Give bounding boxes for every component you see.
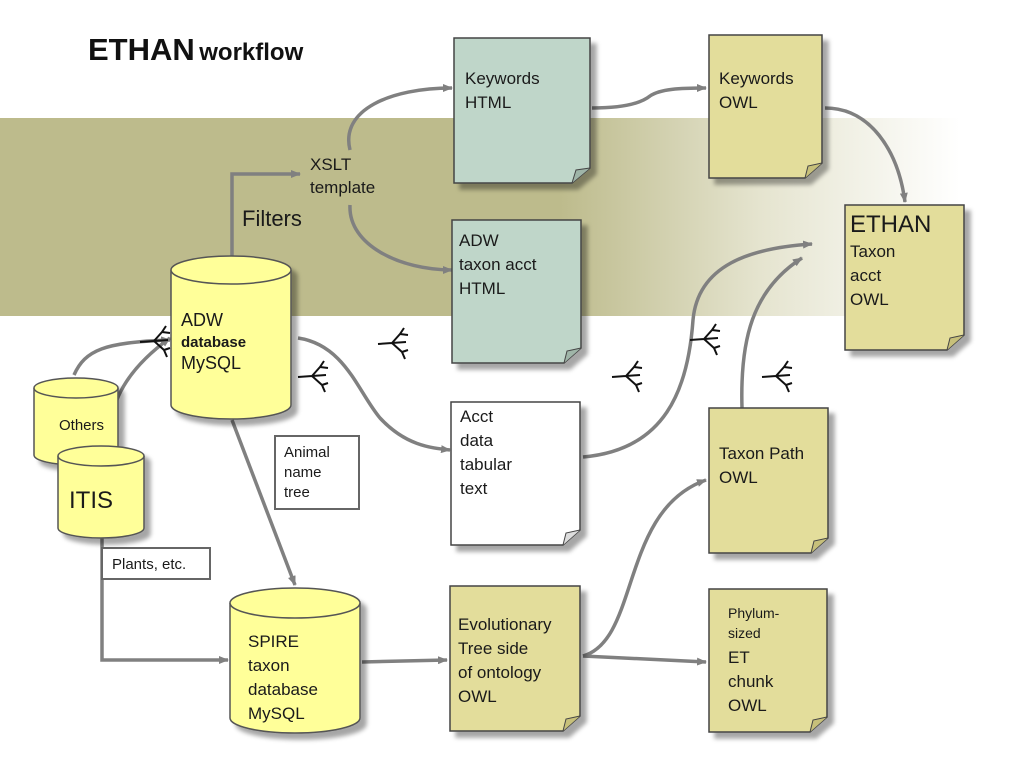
- title-main: ETHAN: [88, 32, 195, 67]
- xslt-label-2: template: [310, 178, 375, 197]
- db-spire-line3: database: [248, 680, 318, 699]
- tree-glyph-icon: [689, 323, 721, 356]
- doc-phylum-line4: chunk: [728, 672, 774, 691]
- doc-taxon-path-line2: OWL: [719, 468, 758, 487]
- doc-evo-line1: Evolutionary: [458, 615, 552, 634]
- tree-glyph-icon: [611, 360, 643, 393]
- doc-ethan-line2: Taxon: [850, 242, 895, 261]
- doc-evo-tree-owl: Evolutionary Tree side of ontology OWL: [449, 585, 581, 732]
- doc-adw-html-line1: ADW: [459, 231, 499, 250]
- db-spire-line2: taxon: [248, 656, 290, 675]
- db-itis-label: ITIS: [69, 487, 113, 514]
- tree-glyph-icon: [297, 360, 329, 393]
- doc-phylum-chunk-owl: Phylum- sized ET chunk OWL: [708, 588, 828, 733]
- xslt-label-1: XSLT: [310, 155, 351, 174]
- doc-keywords-html-line2: HTML: [465, 93, 511, 112]
- doc-acct-line1: Acct: [460, 407, 493, 426]
- db-spire-line4: MySQL: [248, 704, 305, 723]
- arrow-taxonpath-to-ethan: [740, 256, 803, 409]
- connectors: [72, 84, 908, 666]
- db-spire: [229, 587, 361, 734]
- arrow-evo-to-phylum: [582, 654, 707, 666]
- doc-keywords-owl-line2: OWL: [719, 93, 758, 112]
- doc-ethan-owl: ETHAN Taxon acct OWL: [844, 204, 965, 351]
- doc-acct-text: Acct data tabular text: [450, 401, 581, 546]
- arrow-acct-to-ethan: [582, 240, 813, 459]
- arrow-keywords-html-to-owl: [591, 84, 707, 110]
- arrow-others-to-adw: [72, 336, 171, 376]
- doc-keywords-owl-line1: Keywords: [719, 69, 794, 88]
- doc-acct-line4: text: [460, 479, 488, 498]
- doc-adw-taxon-html: ADW taxon acct HTML: [451, 219, 582, 364]
- tree-glyph-icon: [761, 360, 793, 393]
- doc-keywords-owl: Keywords OWL: [708, 34, 823, 179]
- doc-adw-html-line2: taxon acct: [459, 255, 537, 274]
- animal-label-2: name: [284, 464, 322, 481]
- doc-acct-line3: tabular: [460, 455, 512, 474]
- arrow-spire-to-evo: [361, 656, 448, 665]
- doc-taxon-path-owl: Taxon Path OWL: [708, 407, 829, 554]
- doc-keywords-html: Keywords HTML: [453, 37, 591, 184]
- db-adw-line2: database: [181, 334, 246, 351]
- db-adw-line1: ADW: [181, 310, 223, 330]
- animal-label-3: tree: [284, 484, 310, 501]
- doc-ethan-line1: ETHAN: [850, 211, 931, 238]
- doc-phylum-line3: ET: [728, 648, 750, 667]
- arrow-xslt-to-keywords-html: [346, 84, 453, 151]
- doc-ethan-line3: acct: [850, 266, 881, 285]
- animal-name-tree-box: Animal name tree: [274, 435, 360, 510]
- arrow-evo-to-taxonpath: [582, 478, 707, 658]
- arrow-keywords-owl-to-ethan: [824, 106, 908, 203]
- doc-phylum-line1: Phylum-: [728, 605, 780, 621]
- doc-taxon-path-line1: Taxon Path: [719, 444, 804, 463]
- title-sub: workflow: [199, 39, 304, 66]
- arrow-xslt-to-adw-html: [348, 204, 453, 274]
- doc-evo-line2: Tree side: [458, 639, 528, 658]
- db-itis: [57, 445, 145, 539]
- plants-box: Plants, etc.: [101, 547, 211, 580]
- tree-marks: [139, 323, 793, 393]
- arrow-adw-to-spire: [230, 419, 297, 586]
- doc-phylum-line5: OWL: [728, 696, 767, 715]
- arrow-adw-to-xslt: [230, 170, 301, 258]
- plants-label: Plants, etc.: [112, 556, 186, 573]
- db-others-label: Others: [59, 417, 104, 434]
- arrow-adw-to-acct: [297, 336, 451, 454]
- slide-title: ETHAN workflow: [88, 32, 303, 68]
- animal-label-1: Animal: [284, 444, 330, 461]
- doc-evo-line4: OWL: [458, 687, 497, 706]
- tree-glyph-icon: [377, 327, 409, 360]
- db-spire-line1: SPIRE: [248, 632, 299, 651]
- doc-phylum-line2: sized: [728, 625, 761, 641]
- doc-evo-line3: of ontology: [458, 663, 542, 682]
- doc-acct-line2: data: [460, 431, 494, 450]
- tree-glyph-icon: [139, 325, 171, 358]
- doc-keywords-html-line1: Keywords: [465, 69, 540, 88]
- db-adw-line3: MySQL: [181, 353, 241, 373]
- doc-adw-html-line3: HTML: [459, 279, 505, 298]
- filters-label: Filters: [242, 206, 302, 231]
- doc-ethan-line4: OWL: [850, 290, 889, 309]
- db-adw: [170, 255, 292, 420]
